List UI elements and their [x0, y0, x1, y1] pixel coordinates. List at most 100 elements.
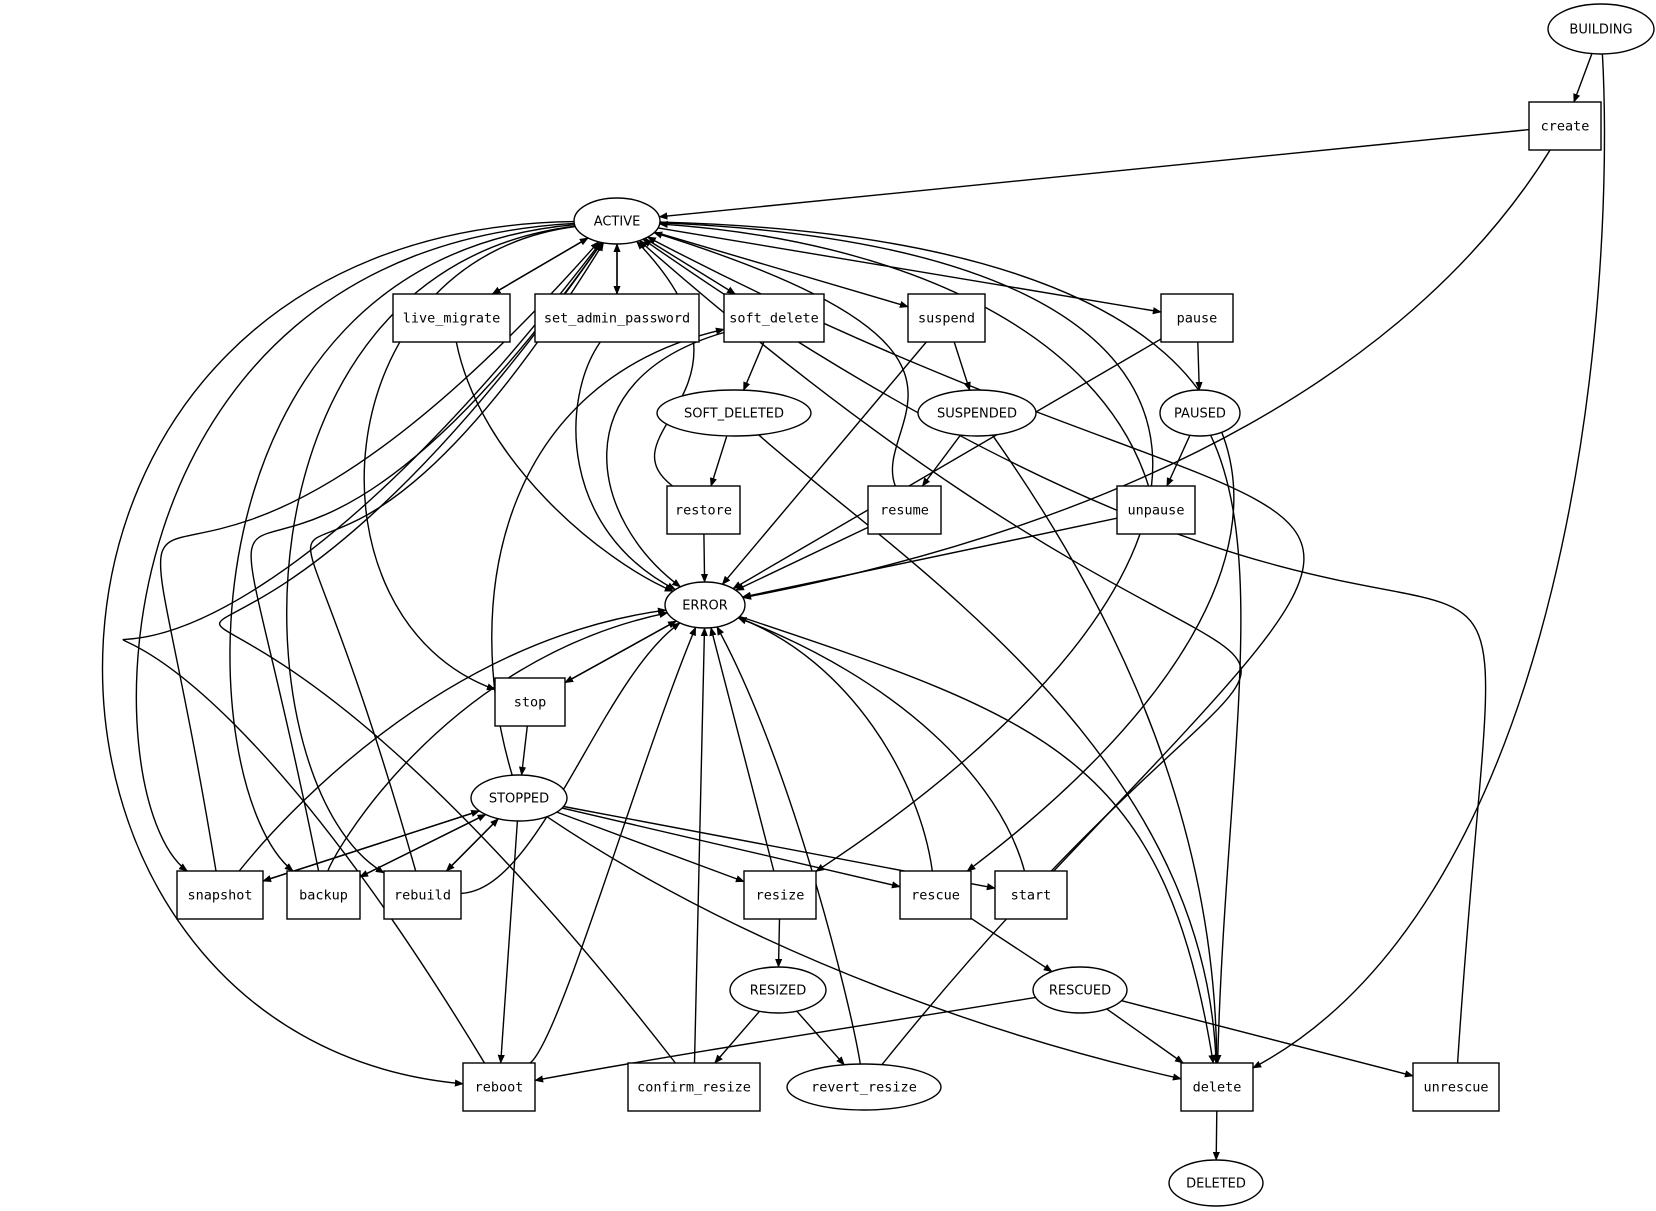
action-node-backup: backup — [286, 870, 361, 920]
state-label: PAUSED — [1174, 407, 1226, 422]
state-ellipse — [664, 581, 746, 629]
state-node-revert-resize: revert_resize — [786, 1063, 942, 1111]
action-box — [1528, 101, 1602, 151]
state-label: SUSPENDED — [937, 407, 1017, 422]
edge-rescued-to-unrescue — [1121, 1000, 1414, 1078]
edge-snapshot-to-error — [238, 607, 667, 872]
edge-set-admin-password-to-error — [575, 341, 677, 591]
edge-suspended-to-delete — [991, 434, 1221, 1064]
action-box — [867, 485, 942, 535]
edge-soft-delete-to-error — [606, 331, 725, 588]
action-box — [994, 870, 1068, 920]
state-node-error: ERROR — [664, 581, 746, 629]
action-label: create — [1541, 119, 1590, 135]
action-box — [286, 870, 361, 920]
action-node-create: create — [1528, 101, 1602, 151]
action-node-suspend: suspend — [907, 293, 986, 343]
edge-stopped-to-rescue — [562, 807, 901, 889]
action-node-restore: restore — [666, 485, 741, 535]
edge-soft-delete-to-soft-deleted — [742, 341, 765, 392]
edge-live-migrate-to-error — [455, 341, 674, 592]
action-label: soft_delete — [729, 311, 818, 327]
action-node-rebuild: rebuild — [383, 870, 462, 920]
edge-resized-to-confirm-resize — [714, 1010, 761, 1064]
action-label: resume — [880, 503, 929, 519]
state-ellipse — [573, 197, 661, 245]
state-ellipse — [917, 389, 1037, 437]
edge-restore-to-active — [636, 240, 695, 487]
edge-rescue-to-error — [737, 617, 933, 872]
edge-rebuild-to-active — [309, 242, 605, 872]
edge-backup-to-active — [250, 241, 603, 872]
action-box — [494, 677, 566, 727]
action-box — [1412, 1062, 1500, 1112]
state-label: DELETED — [1186, 1177, 1246, 1192]
edges-layer — [101, 53, 1606, 1161]
state-node-resized: RESIZED — [729, 966, 827, 1014]
action-node-pause: pause — [1160, 293, 1234, 343]
state-ellipse — [1032, 966, 1128, 1014]
edge-unpause-to-error — [741, 517, 1118, 599]
action-label: rescue — [911, 888, 960, 904]
action-node-stop: stop — [494, 677, 566, 727]
edge-confirm-resize-to-error — [693, 627, 708, 1064]
edge-snapshot-to-active — [159, 241, 600, 872]
edge-resize-to-resized — [775, 918, 783, 968]
state-label: STOPPED — [489, 792, 549, 807]
action-box — [723, 293, 825, 343]
edge-resize-to-error — [709, 626, 775, 872]
action-label: rebuild — [394, 888, 451, 904]
action-box — [534, 293, 700, 343]
state-label: revert_resize — [811, 1080, 917, 1096]
action-node-unpause: unpause — [1116, 485, 1196, 535]
action-label: unrescue — [1423, 1080, 1488, 1096]
action-box — [383, 870, 462, 920]
state-node-soft-deleted: SOFT_DELETED — [656, 389, 812, 437]
action-box — [462, 1062, 536, 1112]
edge-delete-to-deleted — [1212, 1110, 1220, 1161]
edge-stop-to-error — [564, 620, 677, 684]
action-label: confirm_resize — [637, 1080, 751, 1096]
edge-active-to-reboot — [101, 220, 575, 1087]
edge-rescue-to-rescued — [970, 917, 1053, 973]
edge-active-to-soft-delete — [644, 237, 736, 295]
action-node-start: start — [994, 870, 1068, 920]
action-label: resize — [756, 888, 805, 904]
edge-revert-resize-to-active — [638, 240, 1242, 1066]
state-node-deleted: DELETED — [1168, 1159, 1264, 1207]
edge-suspend-to-error — [721, 341, 927, 585]
state-ellipse — [1547, 3, 1655, 55]
edge-confirm-resize-to-active — [218, 241, 676, 1064]
state-label: BUILDING — [1569, 23, 1632, 38]
state-node-building: BUILDING — [1547, 3, 1655, 55]
action-label: suspend — [918, 311, 975, 327]
edge-soft-deleted-to-restore — [710, 435, 728, 487]
edge-rebuild-to-stopped — [445, 818, 499, 872]
state-node-paused: PAUSED — [1159, 389, 1241, 437]
action-label: restore — [675, 503, 732, 519]
action-node-resume: resume — [867, 485, 942, 535]
action-label: unpause — [1128, 503, 1185, 519]
edge-rescued-to-reboot — [534, 996, 1036, 1083]
action-box — [1116, 485, 1196, 535]
edge-backup-to-stopped — [359, 813, 487, 878]
edge-suspended-to-resume — [921, 434, 962, 487]
action-box — [743, 870, 817, 920]
action-label: snapshot — [187, 888, 252, 904]
state-ellipse — [470, 774, 568, 822]
edge-resume-to-error — [734, 526, 869, 591]
action-label: pause — [1177, 311, 1218, 327]
edge-pause-to-paused — [1195, 341, 1203, 391]
edge-stopped-to-delete — [546, 816, 1182, 1081]
edge-snapshot-to-stopped — [262, 809, 481, 882]
edge-paused-to-unpause — [1166, 435, 1191, 487]
edge-paused-to-delete — [1209, 434, 1242, 1064]
edge-backup-to-error — [327, 610, 669, 872]
edge-soft-deleted-to-delete — [758, 434, 1220, 1064]
edge-restore-to-error — [700, 533, 709, 583]
state-ellipse — [786, 1063, 942, 1111]
edge-error-to-delete — [739, 615, 1216, 1064]
action-node-snapshot: snapshot — [176, 870, 264, 920]
action-node-unrescue: unrescue — [1412, 1062, 1500, 1112]
